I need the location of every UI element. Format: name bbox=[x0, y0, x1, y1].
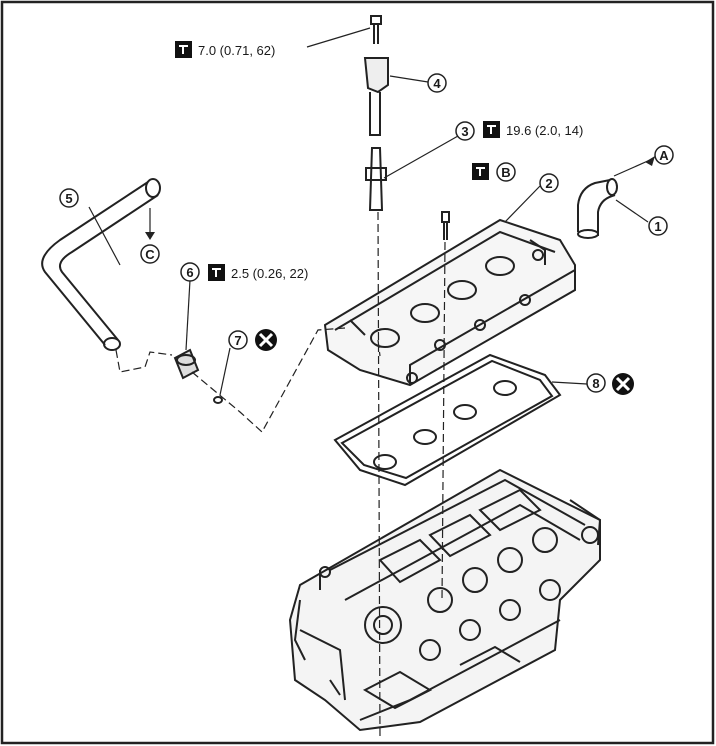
svg-text:3: 3 bbox=[461, 124, 468, 139]
cylinder-head bbox=[288, 468, 602, 732]
callout-8: 8 bbox=[586, 373, 606, 393]
torque-value-coil-bolt: 7.0 (0.71, 62) bbox=[198, 43, 275, 58]
leader-lines bbox=[88, 27, 651, 396]
svg-text:2: 2 bbox=[545, 176, 552, 191]
torque-spec-3: 2.5 (0.26, 22) bbox=[208, 264, 308, 281]
callout-a: A bbox=[654, 145, 674, 165]
svg-text:4: 4 bbox=[433, 76, 441, 91]
torque-value-spark-plug: 19.6 (2.0, 14) bbox=[506, 123, 583, 138]
svg-text:7: 7 bbox=[234, 333, 241, 348]
callout-2: 2 bbox=[539, 173, 559, 193]
plug-and-washer bbox=[173, 348, 223, 404]
callout-5: 5 bbox=[59, 188, 79, 208]
svg-text:B: B bbox=[501, 165, 510, 180]
rocker-cover-gasket bbox=[333, 353, 562, 487]
alignment-lines bbox=[115, 211, 446, 741]
torque-wrench-glyph bbox=[179, 45, 188, 54]
svg-text:5: 5 bbox=[65, 191, 72, 206]
callout-3: 3 bbox=[455, 121, 475, 141]
callout-7: 7 bbox=[228, 330, 248, 350]
callout-1: 1 bbox=[648, 216, 668, 236]
svg-text:8: 8 bbox=[592, 376, 599, 391]
callout-4: 4 bbox=[427, 73, 447, 93]
torque-wrench-glyph bbox=[476, 167, 485, 176]
ignition-coil-assembly bbox=[363, 15, 450, 240]
pcv-hose-fitting bbox=[577, 178, 618, 239]
torque-spec-1: 7.0 (0.71, 62) bbox=[175, 41, 275, 58]
arrow-to-a-icon bbox=[645, 156, 655, 166]
no-reuse-icon-8 bbox=[612, 373, 634, 395]
svg-text:C: C bbox=[145, 247, 155, 262]
callout-c: C bbox=[140, 244, 160, 264]
blow-by-hose bbox=[41, 178, 161, 351]
torque-spec-b bbox=[472, 163, 489, 180]
callout-6: 6 bbox=[180, 262, 200, 282]
svg-text:6: 6 bbox=[186, 265, 193, 280]
callout-b: B bbox=[496, 162, 516, 182]
rocker-cover bbox=[323, 218, 576, 387]
torque-spec-2: 19.6 (2.0, 14) bbox=[483, 121, 583, 138]
svg-text:A: A bbox=[659, 148, 669, 163]
torque-wrench-glyph bbox=[487, 125, 496, 134]
arrow-to-c-icon bbox=[145, 232, 155, 240]
torque-wrench-glyph bbox=[212, 268, 221, 277]
torque-value-plug: 2.5 (0.26, 22) bbox=[231, 266, 308, 281]
no-reuse-icon-7 bbox=[255, 329, 277, 351]
svg-text:1: 1 bbox=[654, 219, 661, 234]
